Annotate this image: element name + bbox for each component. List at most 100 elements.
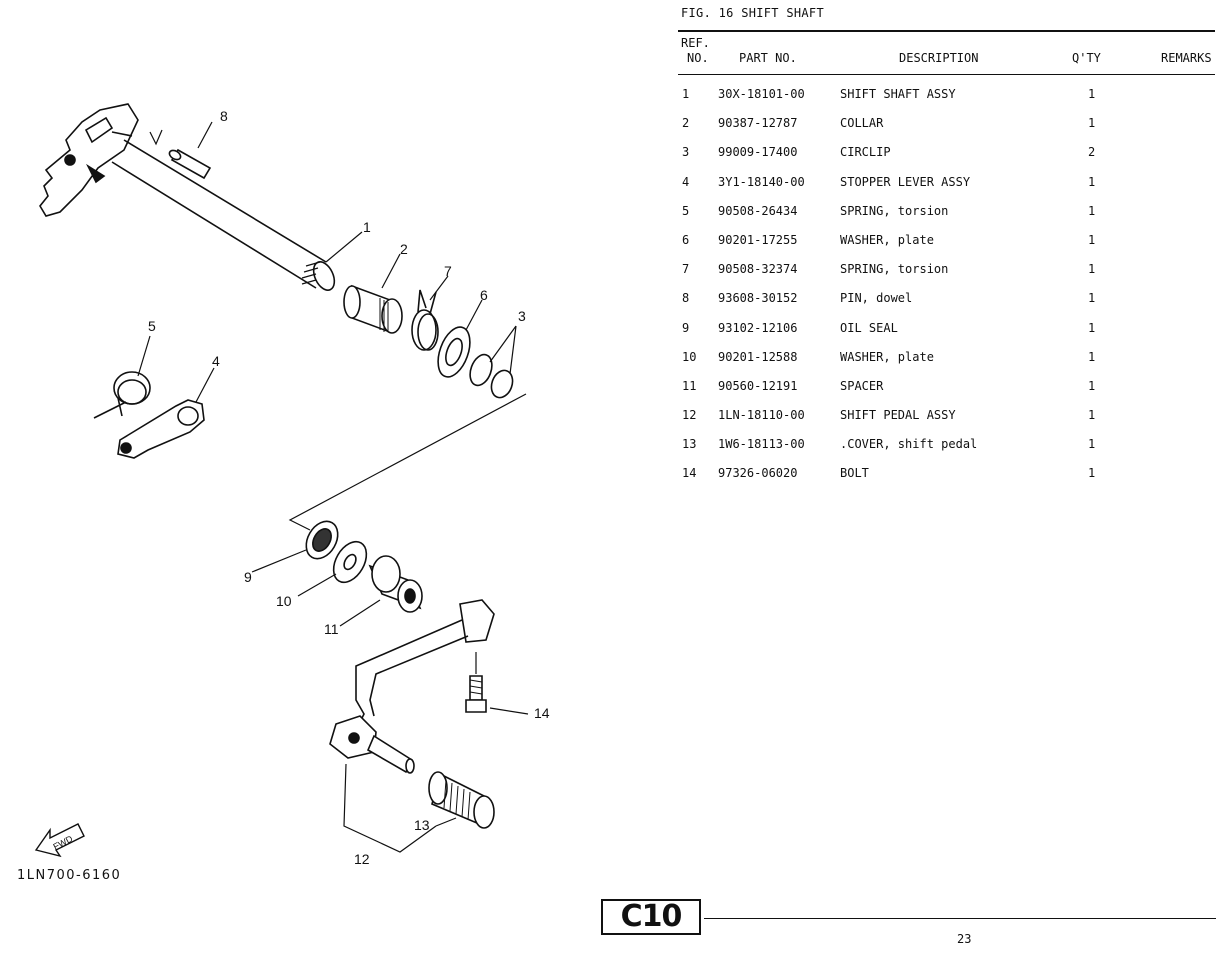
cell-description: SHIFT SHAFT ASSY — [840, 87, 956, 101]
cell-ref-no: 1 — [682, 87, 690, 101]
header-ref-no: REF. NO. — [681, 36, 710, 66]
part-spring-5 — [93, 371, 151, 419]
callout-8: 8 — [220, 108, 228, 124]
cell-description: .COVER, shift pedal — [840, 437, 978, 452]
cell-part-no: 90560-12191 — [718, 378, 798, 393]
table-row: 4 3Y1-18140-00 STOPPER LEVER ASSY 1 — [678, 172, 1215, 201]
cell-ref-no: 2 — [682, 116, 690, 131]
table-row: 11 90560-12191 SPACER 1 — [678, 376, 1215, 405]
header-quantity: Q'TY — [1072, 51, 1101, 65]
cell-description: BOLT — [840, 466, 869, 481]
cell-quantity: 2 — [1088, 145, 1096, 160]
cell-part-no: 97326-06020 — [718, 466, 798, 481]
cell-part-no: 30X-18101-00 — [718, 87, 805, 101]
cell-quantity: 1 — [1088, 174, 1096, 189]
header-part-no: PART NO. — [739, 51, 797, 65]
cell-quantity: 1 — [1088, 203, 1096, 218]
figure-title: FIG. 16 SHIFT SHAFT — [681, 6, 824, 20]
table-row: 3 99009-17400 CIRCLIP 2 — [678, 142, 1215, 171]
cell-quantity: 1 — [1088, 378, 1096, 393]
cell-description: SPRING, torsion — [840, 203, 949, 218]
part-shift-shaft — [39, 103, 336, 291]
part-bolt — [465, 675, 487, 713]
part-oil-seal — [305, 520, 339, 560]
cell-ref-no: 3 — [682, 145, 690, 160]
cell-description: CIRCLIP — [840, 145, 891, 160]
diagram-drawing: 8 1 2 7 6 3 5 4 9 10 11 14 13 12 FWD — [34, 103, 550, 867]
cell-quantity: 1 — [1088, 232, 1096, 247]
callout-4: 4 — [212, 353, 220, 369]
callout-14: 14 — [534, 705, 550, 721]
leader-lines — [137, 121, 529, 853]
cell-quantity: 1 — [1088, 408, 1096, 423]
header-remarks: REMARKS — [1161, 51, 1212, 65]
cell-description: SPACER — [840, 378, 884, 393]
cell-quantity: 1 — [1088, 320, 1096, 335]
cell-ref-no: 10 — [682, 349, 697, 364]
page-number: 23 — [957, 932, 972, 946]
cell-ref-no: 8 — [682, 291, 690, 306]
cell-part-no: 90201-12588 — [718, 349, 798, 364]
cell-description: COLLAR — [840, 116, 884, 131]
cell-part-no: 99009-17400 — [718, 145, 798, 160]
header-description: DESCRIPTION — [899, 51, 979, 65]
cell-part-no: 93608-30152 — [718, 291, 798, 306]
callout-6: 6 — [480, 287, 488, 303]
cell-quantity: 1 — [1088, 291, 1096, 306]
cell-description: OIL SEAL — [840, 320, 898, 335]
part-washer-10 — [332, 540, 368, 584]
cell-description: WASHER, plate — [840, 232, 934, 247]
callout-2: 2 — [400, 241, 408, 257]
cell-ref-no: 5 — [682, 203, 690, 218]
table-top-rule — [678, 30, 1215, 32]
diagram-code: 1LN700-6160 — [17, 868, 122, 883]
cell-part-no: 1W6-18113-00 — [718, 437, 805, 452]
table-row: 2 90387-12787 COLLAR 1 — [678, 113, 1215, 142]
callout-5: 5 — [148, 318, 156, 334]
cell-part-no: 90508-32374 — [718, 262, 798, 277]
cell-ref-no: 4 — [682, 174, 690, 189]
part-spring-7 — [411, 289, 439, 351]
part-washer-6 — [437, 326, 471, 378]
cell-ref-no: 14 — [682, 466, 697, 481]
cell-ref-no: 9 — [682, 320, 690, 335]
part-shift-pedal — [329, 599, 495, 774]
callout-12: 12 — [354, 851, 370, 867]
callout-10: 10 — [276, 593, 292, 609]
footer-rule — [704, 918, 1216, 919]
cell-part-no: 90201-17255 — [718, 232, 798, 247]
cell-description: PIN, dowel — [840, 291, 913, 306]
table-row: 8 93608-30152 PIN, dowel 1 — [678, 288, 1215, 317]
cell-quantity: 1 — [1088, 116, 1096, 131]
cell-description: SHIFT PEDAL ASSY — [840, 408, 956, 423]
callout-11: 11 — [324, 621, 339, 637]
section-code-box: C10 — [601, 899, 701, 935]
cell-description: WASHER, plate — [840, 349, 934, 364]
callout-3: 3 — [518, 308, 526, 324]
table-row: 6 90201-17255 WASHER, plate 1 — [678, 230, 1215, 259]
callout-numbers: 8 1 2 7 6 3 5 4 9 10 11 14 13 12 — [148, 108, 550, 867]
part-dowel-pin — [168, 148, 212, 180]
cell-ref-no: 6 — [682, 232, 690, 247]
cell-ref-no: 11 — [682, 378, 697, 393]
cell-part-no: 90387-12787 — [718, 116, 798, 131]
header-ref: REF. — [681, 36, 710, 50]
cell-part-no: 3Y1-18140-00 — [718, 174, 805, 189]
cell-ref-no: 7 — [682, 262, 690, 277]
callout-9: 9 — [244, 569, 252, 585]
header-no: NO. — [687, 51, 709, 65]
parts-table-body: 1 30X-18101-00 SHIFT SHAFT ASSY 1 2 90387-127… — [678, 84, 1215, 493]
part-pedal-cover — [428, 771, 495, 829]
cell-quantity: 1 — [1088, 437, 1096, 452]
cell-part-no: 1LN-18110-00 — [718, 408, 805, 423]
callout-13: 13 — [414, 817, 430, 833]
part-stopper-lever — [117, 399, 205, 459]
callout-1: 1 — [363, 219, 371, 235]
cell-description: STOPPER LEVER ASSY — [840, 174, 971, 189]
